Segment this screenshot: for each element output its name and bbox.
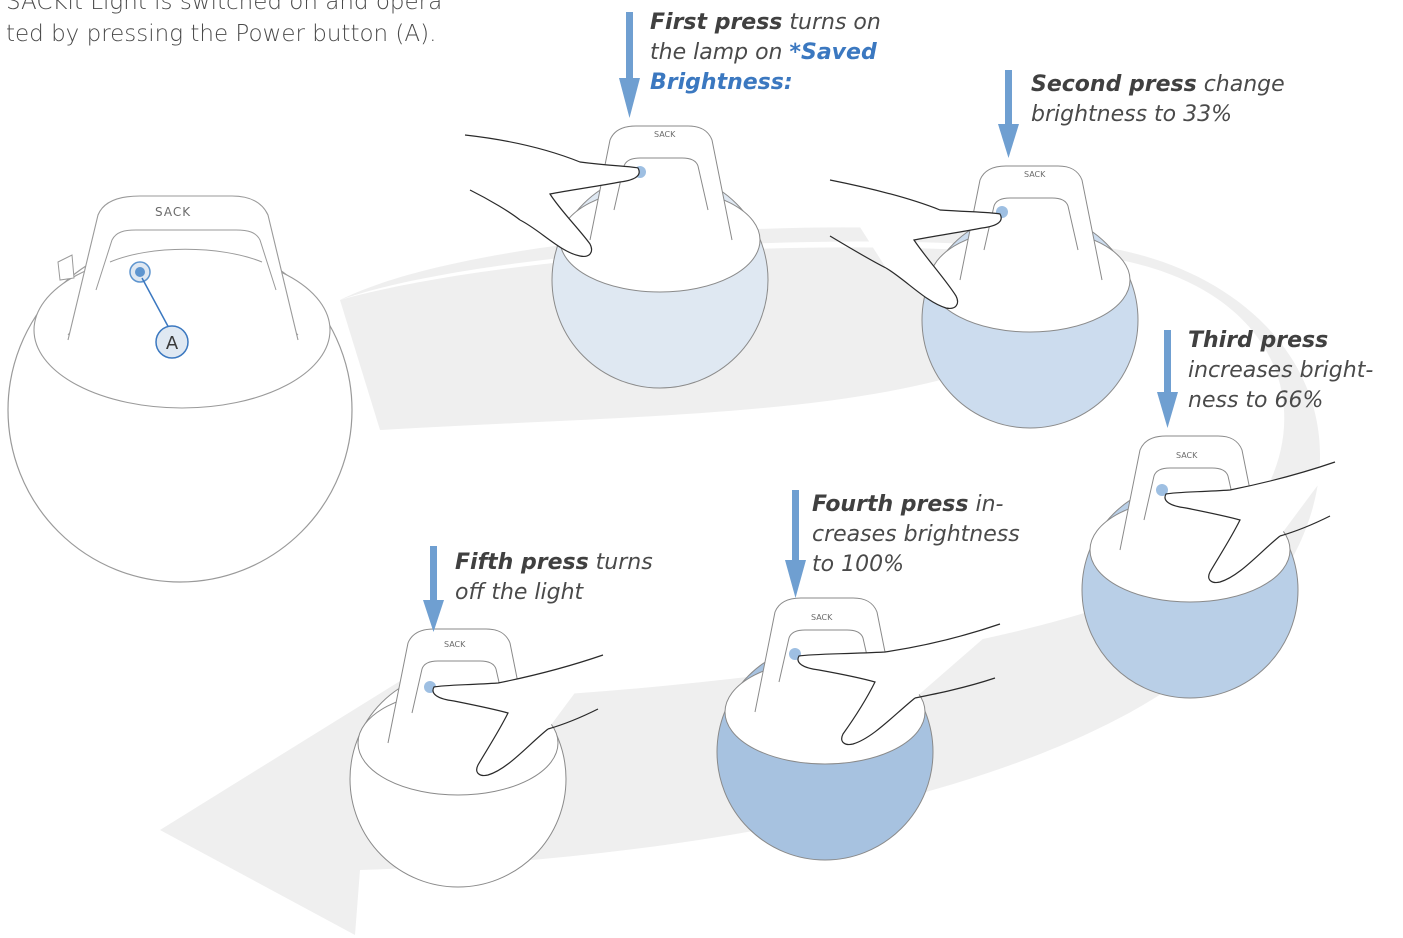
caption-fourth-text3: to 100% xyxy=(812,552,904,577)
callout-label: A xyxy=(166,333,179,354)
caption-second-text2: brightness to 33% xyxy=(1031,102,1232,127)
caption-first-text1: turns on xyxy=(782,10,880,35)
arrow-second-press xyxy=(998,70,1019,158)
arrow-fifth-press xyxy=(423,546,444,632)
caption-third-press: Third press increases bright- ness to 66… xyxy=(1188,326,1373,416)
caption-fifth-press: Fifth press turns off the light xyxy=(455,548,653,608)
arrow-fourth-press xyxy=(785,490,806,598)
caption-third-bold: Third press xyxy=(1188,328,1328,353)
caption-fifth-bold: Fifth press xyxy=(455,550,589,575)
caption-second-press: Second press change brightness to 33% xyxy=(1031,70,1285,130)
caption-second-bold: Second press xyxy=(1031,72,1197,97)
caption-fourth-text2: creases brightness xyxy=(812,522,1020,547)
caption-first-highlight: *Saved xyxy=(789,40,876,65)
lamp1-brand: SACK xyxy=(654,130,676,139)
caption-fifth-text2: off the light xyxy=(455,580,583,605)
power-icon xyxy=(135,267,145,277)
caption-third-text2: ness to 66% xyxy=(1188,388,1323,413)
lamp5-brand: SACK xyxy=(444,640,466,649)
caption-second-text1: change xyxy=(1197,72,1285,97)
caption-fifth-text1: turns xyxy=(589,550,653,575)
lamp2-brand: SACK xyxy=(1024,170,1046,179)
lamp-third-press: SACK xyxy=(1082,436,1335,698)
lamp4-brand: SACK xyxy=(811,613,833,622)
main-lamp: SACK A xyxy=(8,196,352,582)
caption-fourth-text1: in- xyxy=(969,492,1004,517)
caption-fourth-bold: Fourth press xyxy=(812,492,969,517)
caption-fourth-press: Fourth press in- creases brightness to 1… xyxy=(812,490,1020,580)
caption-first-highlight2: Brightness: xyxy=(650,70,793,95)
main-lamp-brand: SACK xyxy=(155,205,191,219)
arrow-third-press xyxy=(1157,330,1178,428)
arrow-first-press xyxy=(619,12,640,118)
caption-first-press: First press turns on the lamp on *Saved … xyxy=(650,8,881,98)
caption-third-text1: increases bright- xyxy=(1188,358,1373,383)
caption-first-text2: the lamp on xyxy=(650,40,789,65)
lamp3-brand: SACK xyxy=(1176,451,1198,460)
caption-first-bold: First press xyxy=(650,10,782,35)
